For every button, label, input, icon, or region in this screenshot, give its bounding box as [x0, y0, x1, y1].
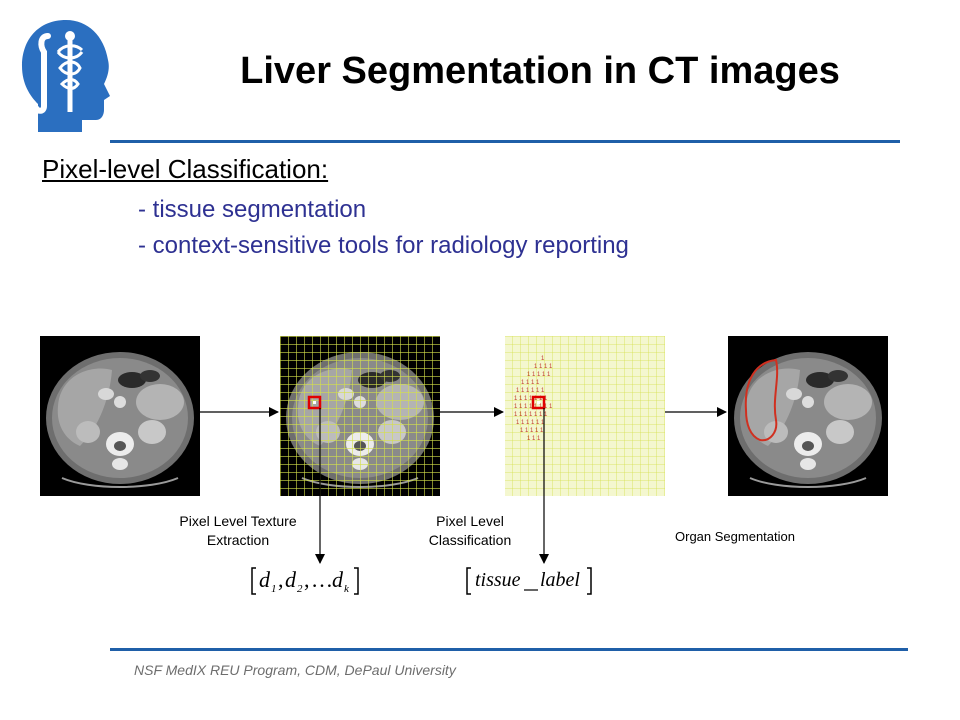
svg-text:1 1 1 1 1 1 1: 1 1 1 1 1 1 1 [514, 412, 548, 418]
svg-text:1 1 1 1 1: 1 1 1 1 1 [527, 372, 551, 378]
bullet-tissue-segmentation: - tissue segmentation [138, 196, 367, 223]
bullet-context-tools: - context-sensitive tools for radiology … [138, 232, 629, 259]
svg-text:,: , [304, 567, 310, 592]
label-texture-extraction: Pixel Level Texture Extraction [150, 512, 326, 550]
label-grid-image: 1 1 1 1 1 1 1 1 1 1 1 1 1 1 1 1 1 1 1 1 … [505, 336, 665, 496]
tissue-label-vector: tissue label [466, 567, 592, 595]
footer-credit: NSF MedIX REU Program, CDM, DePaul Unive… [134, 662, 456, 678]
svg-text:1 1 1 1 1 1: 1 1 1 1 1 1 [516, 420, 545, 426]
label-texture-line: Pixel Level Texture Extraction [179, 513, 297, 548]
svg-text:1: 1 [541, 356, 545, 362]
svg-text:1 1 1 1: 1 1 1 1 [534, 364, 553, 370]
svg-text:label: label [540, 569, 580, 591]
descriptor-vector: d 1 , d 2 , … d k [251, 567, 359, 595]
title-divider [110, 140, 900, 143]
svg-text:tissue: tissue [475, 569, 521, 591]
segmented-output-image [727, 335, 889, 497]
svg-text:k: k [344, 583, 350, 595]
ct-input-image [39, 335, 201, 497]
svg-text:,: , [278, 567, 284, 592]
svg-text:2: 2 [297, 583, 303, 595]
classified-pixel-box [531, 395, 546, 410]
svg-text:1 1 1 1 1: 1 1 1 1 1 [520, 428, 544, 434]
slide-title: Liver Segmentation in CT images [240, 50, 840, 92]
descriptor-d2: d [285, 567, 297, 592]
texture-grid-image [279, 335, 441, 497]
label-classification-line: Pixel Level Classification [428, 513, 512, 548]
svg-text:1 1 1: 1 1 1 [527, 436, 541, 442]
slicer-head-logo-icon [22, 20, 110, 132]
footer-divider [110, 648, 908, 651]
svg-text:1 1 1 1: 1 1 1 1 [521, 380, 540, 386]
section-heading: Pixel-level Classification: [42, 154, 329, 184]
descriptor-dk: d [332, 567, 344, 592]
svg-text:1 1 1 1 1 1: 1 1 1 1 1 1 [516, 388, 545, 394]
svg-text:1 1 1 1 1 1 1: 1 1 1 1 1 1 1 [514, 396, 548, 402]
svg-text:…: … [311, 567, 333, 592]
label-pixel-classification: Pixel Level Classification [400, 512, 540, 550]
descriptor-d1: d [259, 567, 271, 592]
label-organ-segmentation: Organ Segmentation [675, 529, 795, 544]
liver-contour [744, 358, 779, 442]
svg-text:1: 1 [271, 583, 277, 595]
pixel-highlight-box [307, 395, 322, 410]
